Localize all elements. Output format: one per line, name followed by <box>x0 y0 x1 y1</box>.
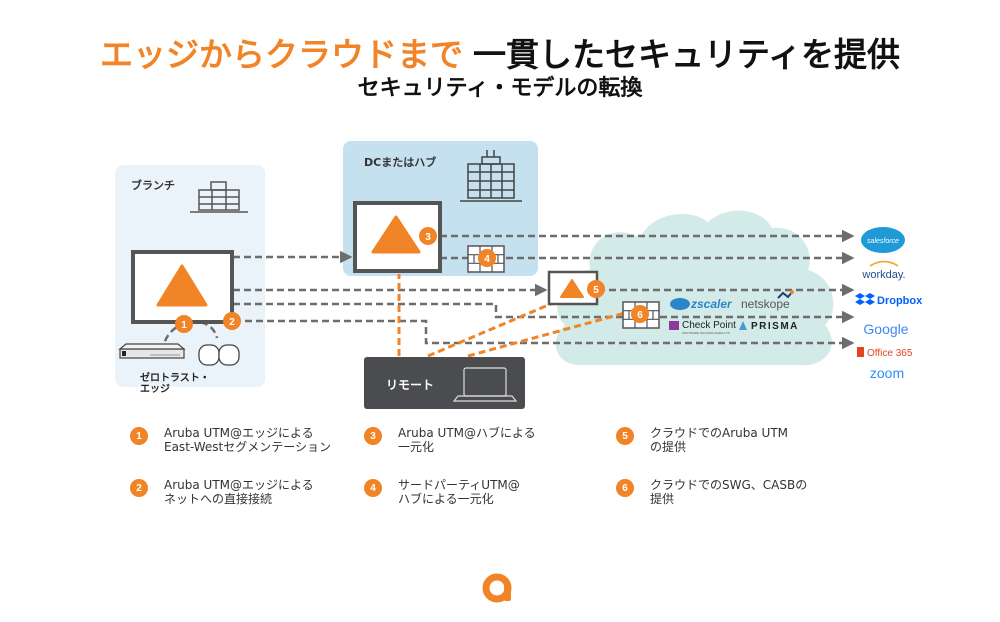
zte-label-line2: エッジ <box>140 383 170 395</box>
aruba-triangle-icon <box>371 215 421 254</box>
hub-building-icon <box>460 150 522 202</box>
branch-label: ブランチ <box>131 178 175 192</box>
line-branch-to-google <box>233 302 855 324</box>
legend-item-4: 4 サードパーティUTM@ハブによる一元化 <box>364 478 520 506</box>
laptop-icon <box>452 367 518 402</box>
legend-5-line2: の提供 <box>650 440 687 454</box>
office365-logo: Office 365 <box>857 347 913 359</box>
legend-5-line1: クラウドでのAruba UTM <box>650 426 789 440</box>
aruba-triangle-icon <box>156 264 208 307</box>
marker-2: 2 <box>223 312 241 330</box>
svg-text:zoom: zoom <box>870 365 904 381</box>
title-black: 一貫したセキュリティを提供 <box>472 35 901 74</box>
legend-item-2: 2 Aruba UTM@エッジによるネットへの直接接続 <box>130 478 314 506</box>
google-logo: Google <box>863 321 908 337</box>
line-zte-arc <box>161 320 219 353</box>
legend-num-1: 1 <box>130 427 148 445</box>
svg-text:1: 1 <box>181 320 187 331</box>
legend-3-line2: 一元化 <box>398 440 435 454</box>
marker-3: 3 <box>419 227 437 245</box>
legend-6-line1: クラウドでのSWG、CASBの <box>650 478 808 492</box>
legend-2-line1: Aruba UTM@エッジによる <box>164 478 314 492</box>
legend-4-line2: ハブによる一元化 <box>398 492 494 506</box>
legend-num-6: 6 <box>616 479 634 497</box>
svg-text:salesforce: salesforce <box>867 238 899 245</box>
remote-label: リモート <box>386 378 434 392</box>
marker-5: 5 <box>587 280 605 298</box>
zscaler-logo: zscaler <box>670 297 733 311</box>
line-remote-to-cloud-fw <box>467 311 626 358</box>
title-orange: エッジからクラウドまで <box>99 35 463 74</box>
svg-text:netskope: netskope <box>741 297 790 311</box>
svg-text:zscaler: zscaler <box>690 297 733 311</box>
hub-label: DCまたはハブ <box>364 155 436 169</box>
legend-1-line1: Aruba UTM@エッジによる <box>164 426 314 440</box>
marker-1: 1 <box>175 315 193 333</box>
aruba-logo <box>482 573 512 603</box>
svg-text:workday.: workday. <box>861 269 905 281</box>
line-remote-to-cloud-utm <box>427 301 554 358</box>
legend-4-line1: サードパーティUTM@ <box>398 478 520 492</box>
svg-text:SOFTWARE TECHNOLOGIES LTD.: SOFTWARE TECHNOLOGIES LTD. <box>682 331 731 335</box>
marker-4: 4 <box>478 249 496 267</box>
legend-num-3: 3 <box>364 427 382 445</box>
checkpoint-logo: Check Point SOFTWARE TECHNOLOGIES LTD. <box>669 320 736 335</box>
switch-icon <box>118 343 186 359</box>
workday-logo: workday. <box>861 260 906 281</box>
svg-text:5: 5 <box>593 285 599 296</box>
line-branch-to-office365 <box>245 319 855 350</box>
legend-num-5: 5 <box>616 427 634 445</box>
svg-text:6: 6 <box>637 310 643 321</box>
svg-text:2: 2 <box>229 317 235 328</box>
legend-1-line2: East-Westセグメンテーション <box>164 440 331 454</box>
netskope-logo: netskope <box>741 290 794 311</box>
dropbox-logo: Dropbox <box>855 293 923 307</box>
legend-item-3: 3 Aruba UTM@ハブによる一元化 <box>364 426 536 454</box>
legend-2-line2: ネットへの直接接続 <box>164 492 273 506</box>
legend-num-2: 2 <box>130 479 148 497</box>
zoom-logo: zoom <box>870 365 904 381</box>
prisma-logo: PRISMA <box>739 321 799 332</box>
salesforce-logo: salesforce <box>861 227 905 253</box>
legend-3-line1: Aruba UTM@ハブによる <box>398 426 536 440</box>
svg-text:Google: Google <box>863 321 908 337</box>
branch-building-icon <box>190 181 248 213</box>
svg-text:Dropbox: Dropbox <box>877 295 923 307</box>
access-point-icon <box>198 344 240 366</box>
page-title: エッジからクラウドまで一貫したセキュリティを提供 <box>0 28 1000 76</box>
legend-6-line2: 提供 <box>650 492 675 506</box>
legend-item-6: 6 クラウドでのSWG、CASBの提供 <box>616 478 807 506</box>
svg-text:3: 3 <box>425 232 431 243</box>
marker-6: 6 <box>631 305 649 323</box>
zte-label-line1: ゼロトラスト・ <box>140 371 210 384</box>
page-subtitle: セキュリティ・モデルの転換 <box>357 76 643 101</box>
aruba-triangle-icon <box>560 279 584 298</box>
legend-num-4: 4 <box>364 479 382 497</box>
svg-text:Office 365: Office 365 <box>867 348 913 359</box>
svg-text:4: 4 <box>484 254 490 265</box>
svg-text:Check Point: Check Point <box>682 320 736 331</box>
svg-text:PRISMA: PRISMA <box>751 321 799 332</box>
